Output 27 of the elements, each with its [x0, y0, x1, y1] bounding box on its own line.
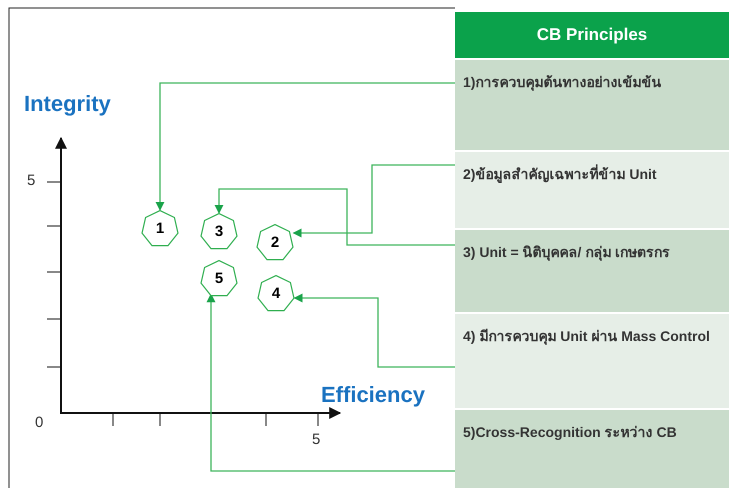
principle-row [455, 410, 729, 488]
tick-label: 5 [312, 431, 320, 448]
principle-row [455, 60, 729, 150]
point-number: 4 [272, 284, 280, 302]
principle-row [455, 314, 729, 408]
point-number: 5 [214, 270, 224, 286]
point-number: 2 [270, 234, 280, 250]
connector-arrow [214, 188, 455, 246]
header-bar [455, 12, 729, 58]
connector-arrow [155, 82, 455, 211]
connector-arrow [206, 293, 455, 472]
principle-row [455, 230, 729, 312]
point-number: 1 [156, 220, 164, 236]
tick-label: 0 [35, 414, 44, 431]
principle-text: 4) มีการควบคุม Unit ผ่าน Mass Control [463, 328, 710, 344]
principle-text: 2)ข้อมูลสำคัญเฉพาะที่ข้าม Unit [463, 166, 657, 182]
principle-text: 3) Unit = นิติบุคคล/ กลุ่ม เกษตรกร [463, 244, 670, 260]
connector-arrow [294, 293, 455, 368]
axis-title: Integrity [24, 91, 111, 117]
point-number: 3 [214, 222, 224, 240]
tick-label: 5 [27, 172, 36, 189]
header-text: CB Principles [536, 25, 648, 45]
axis-title: Efficiency [321, 382, 425, 408]
principle-text: 1)การควบคุมต้นทางอย่างเข้มข้น [463, 74, 662, 90]
connector-arrow [292, 164, 455, 238]
principle-row [455, 152, 729, 228]
principle-text: 5)Cross-Recognition ระหว่าง CB [463, 424, 677, 440]
